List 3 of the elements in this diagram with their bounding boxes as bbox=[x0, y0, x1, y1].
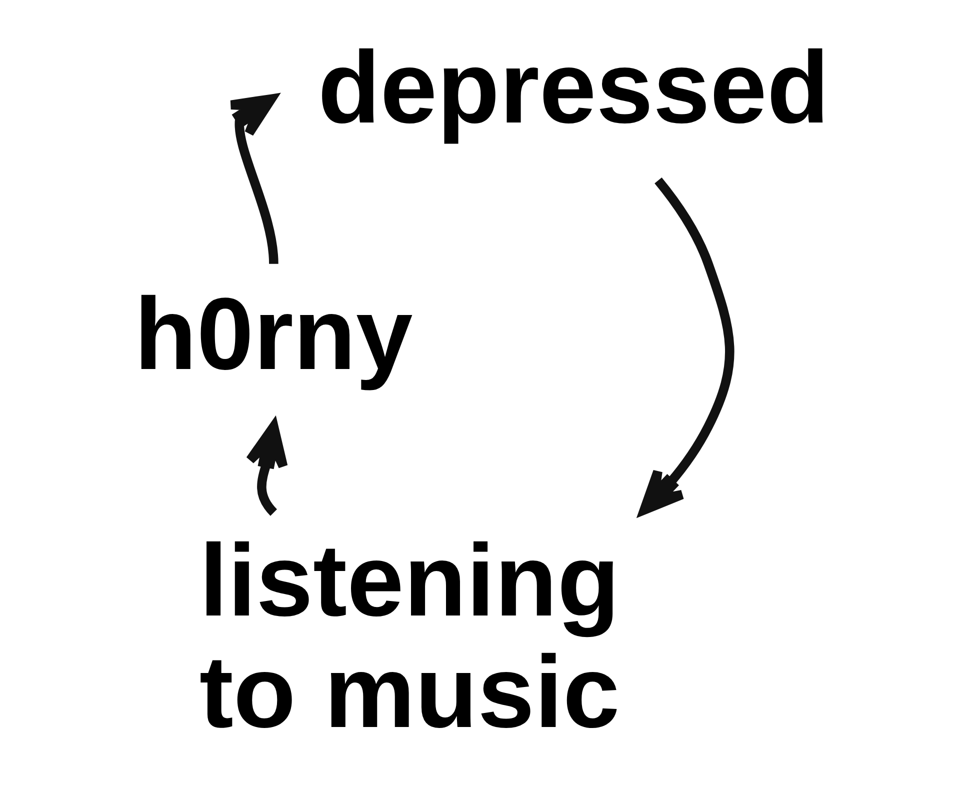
node-text: h0rny bbox=[134, 276, 413, 391]
node-text: listening to music bbox=[199, 522, 620, 749]
node-text: depressed bbox=[318, 30, 830, 145]
